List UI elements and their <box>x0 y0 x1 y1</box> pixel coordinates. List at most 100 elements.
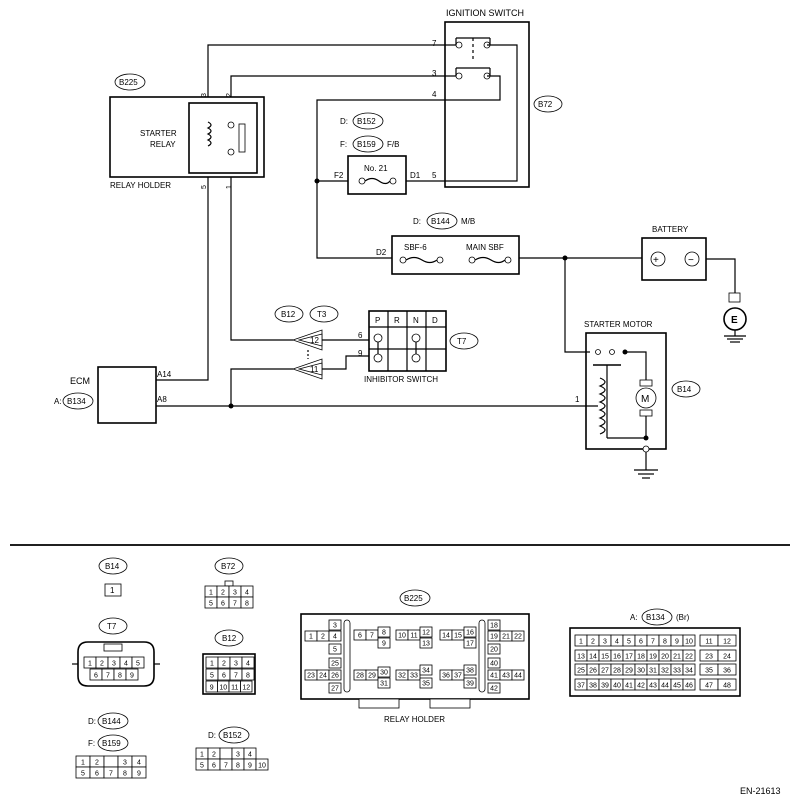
pin-cell <box>328 630 342 642</box>
main-box: D: B144 M/B SBF-6 MAIN SBF D2 <box>376 212 520 275</box>
pin-label: 30 <box>637 668 645 675</box>
diagram-code: EN-21613 <box>740 786 781 796</box>
ig-pin-3: 3 <box>432 69 437 78</box>
pin-label: 41 <box>625 683 633 690</box>
wire-11-ecm <box>230 368 293 406</box>
pin-label: 1 <box>209 590 213 597</box>
starter-motor-label: STARTER MOTOR <box>584 320 653 329</box>
relay-pin-2: 2 <box>226 93 233 97</box>
wire-11-inh9 <box>322 355 370 370</box>
fuse-no21: No. 21 <box>364 164 388 173</box>
pin-label: 9 <box>248 763 252 770</box>
relay-holder-label: RELAY HOLDER <box>110 181 171 190</box>
pin-label: 38 <box>589 683 597 690</box>
pin-label: 42 <box>637 683 645 690</box>
pin-cell <box>487 643 501 655</box>
battery-label: BATTERY <box>652 225 689 234</box>
pin-label: 18 <box>637 654 645 661</box>
pin-label: 5 <box>81 771 85 778</box>
pin-label: 38 <box>466 668 474 675</box>
pin-label: 19 <box>490 634 498 641</box>
pin-label: 2 <box>222 661 226 668</box>
pin-label: 5 <box>209 601 213 608</box>
pin-label: 8 <box>663 639 667 646</box>
conn-b225-label: RELAY HOLDER <box>384 715 445 724</box>
pin-label: 6 <box>94 673 98 680</box>
pin-label: 3 <box>112 661 116 668</box>
pin-label: 34 <box>685 668 693 675</box>
inh-header-d: D <box>432 316 438 325</box>
pin-cell <box>255 758 269 771</box>
pin-label: 1 <box>309 634 313 641</box>
pin-cell <box>328 682 342 694</box>
pin-label: 7 <box>651 639 655 646</box>
pin-cell <box>487 657 501 669</box>
pin-cell <box>419 664 433 676</box>
pin-label: 28 <box>356 673 364 680</box>
pin-cell <box>682 634 696 647</box>
pin-label: 46 <box>685 683 693 690</box>
pin-cell <box>377 666 391 678</box>
pin-label: 39 <box>601 683 609 690</box>
pin-cell <box>240 596 254 609</box>
pin-cell <box>377 677 391 689</box>
pin-label: 7 <box>224 763 228 770</box>
pin-cell <box>511 669 525 681</box>
conn-b134-id: B134 <box>646 613 665 622</box>
pin-label: 5 <box>333 647 337 654</box>
pin-label: 33 <box>410 673 418 680</box>
pin-label: 13 <box>422 641 430 648</box>
relay-holder-id: B225 <box>119 78 138 87</box>
pin-label: 11 <box>231 685 238 692</box>
b12-id: B12 <box>281 310 296 319</box>
conn-b144-prefix: D: <box>88 717 96 726</box>
pin-label: 27 <box>601 668 609 675</box>
pin-label: 14 <box>589 654 597 661</box>
fb-term-f2: F2 <box>334 171 344 180</box>
pin-label: 21 <box>673 654 681 661</box>
pin-label: 44 <box>661 683 669 690</box>
pin-cell <box>682 663 696 676</box>
pin-label: 31 <box>649 668 657 675</box>
pin-label: 4 <box>137 760 141 767</box>
fuse-box: D: B152 F: B159 F/B No. 21 F2 D1 <box>334 112 421 195</box>
wire-relay3-ig7 <box>207 44 456 97</box>
pin-label: 37 <box>454 673 462 680</box>
pin-label: 22 <box>685 654 693 661</box>
pin-label: 12 <box>242 685 250 692</box>
pin-cell <box>219 747 233 760</box>
pin-label: 33 <box>673 668 681 675</box>
pin-label: 20 <box>490 647 498 654</box>
junction <box>314 178 320 184</box>
fb-d-prefix: D: <box>340 117 348 126</box>
pin-cell <box>131 766 147 779</box>
ig-pin-7: 7 <box>432 39 437 48</box>
pin-cell <box>419 677 433 689</box>
conn-b134-suffix: (Br) <box>676 613 690 622</box>
pin-label: 8 <box>236 763 240 770</box>
pin-label: 24 <box>723 654 731 661</box>
pin-label: 36 <box>723 668 731 675</box>
pin-label: 9 <box>382 641 386 648</box>
pin-label: 2 <box>221 590 225 597</box>
pin-label: 43 <box>502 673 510 680</box>
pin-label: 8 <box>246 673 250 680</box>
pin-label: 3 <box>123 760 127 767</box>
pin-label: 13 <box>577 654 585 661</box>
pin-label: 1 <box>200 752 204 759</box>
pin-label: 3 <box>236 752 240 759</box>
pin-label: 10 <box>398 633 406 640</box>
conn-b152-id: B152 <box>223 731 242 740</box>
pin-label: 24 <box>319 673 327 680</box>
pin-11: 11 <box>310 365 319 374</box>
inh-header-p: P <box>375 316 380 325</box>
pin-label: 47 <box>705 683 713 690</box>
pin-label: 6 <box>221 601 225 608</box>
pin-label: 17 <box>466 641 474 648</box>
pin-label: 7 <box>106 673 110 680</box>
pin-label: 2 <box>100 661 104 668</box>
pin-label: 22 <box>514 634 522 641</box>
pin-label: 11 <box>705 639 712 646</box>
